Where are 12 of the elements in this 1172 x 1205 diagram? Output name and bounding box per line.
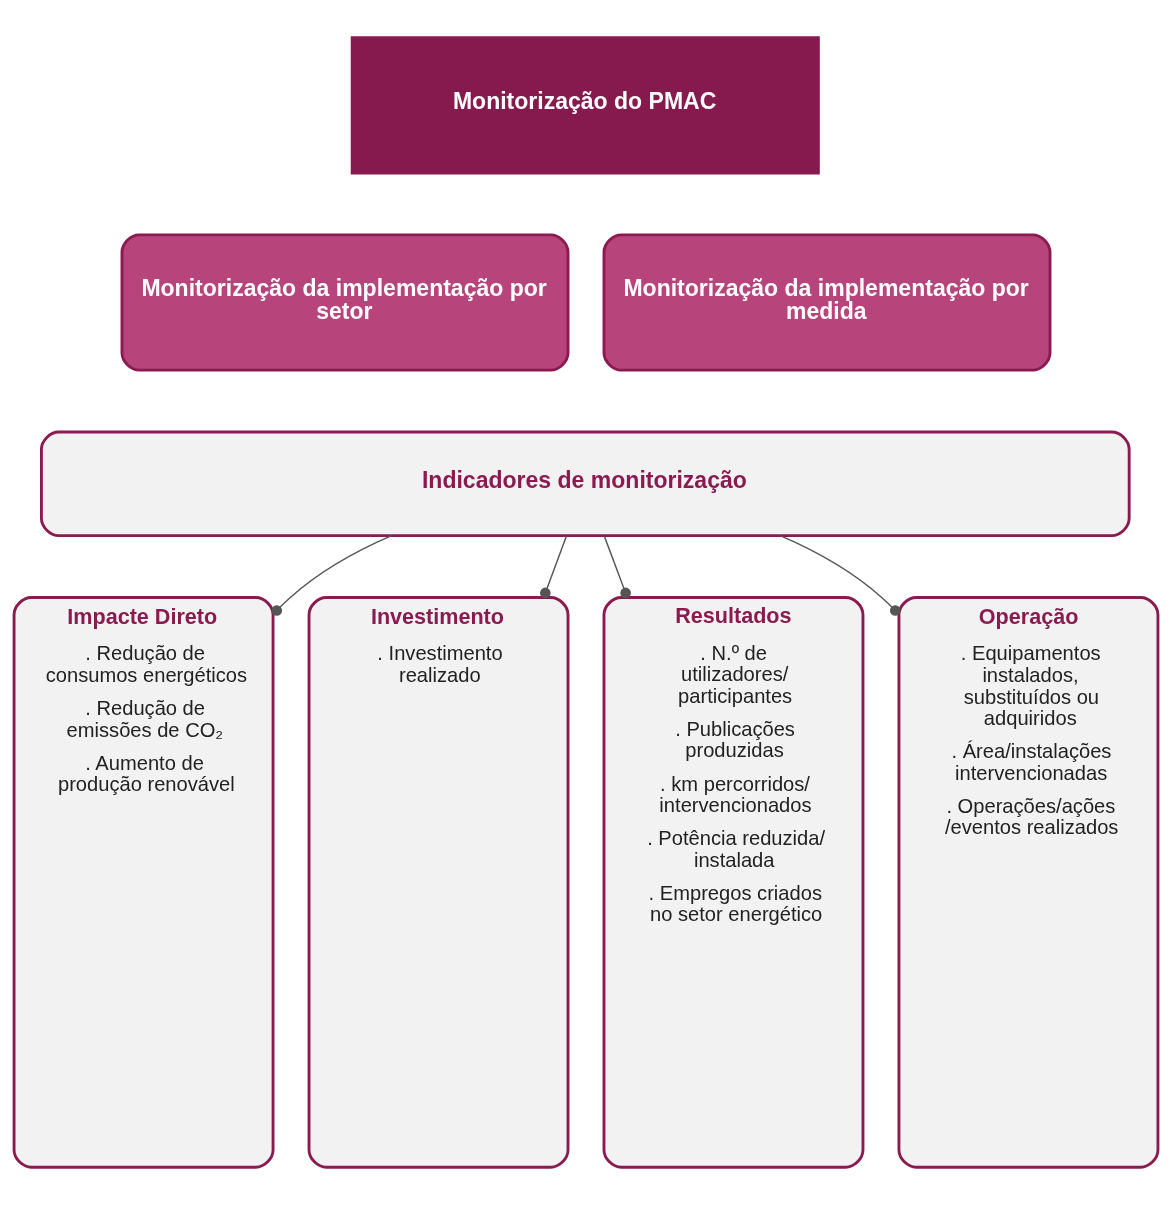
node-box: Resultados . N.º de utilizadores/ participantes . Publicações produzidas . km percorridos/ intervencionados . Potência reduzida/ instalada . Empregos criados no setor energético	[602, 596, 865, 1169]
node-box: Impacte Direto . Redução de consumos energéticos . Redução de emissões de CO₂ . Aumento de produção renovável	[12, 596, 275, 1169]
connector	[540, 535, 568, 599]
connector	[779, 534, 901, 616]
node-box: Indicadores de monitorização	[39, 430, 1131, 538]
connector	[603, 535, 631, 599]
node-box: Monitorização da implementação por setor	[120, 233, 570, 372]
node-box: Monitorização do PMAC	[350, 36, 820, 175]
node-box: Monitorização da implementação por medida	[602, 233, 1052, 372]
node-box: Investimento . Investimento realizado	[307, 596, 570, 1169]
node-box: Operação . Equipamentos instalados, substituídos ou adquiridos . Área/instalações intervencionadas . Operações/ações /eventos realizados	[897, 596, 1160, 1169]
connector	[271, 534, 393, 616]
